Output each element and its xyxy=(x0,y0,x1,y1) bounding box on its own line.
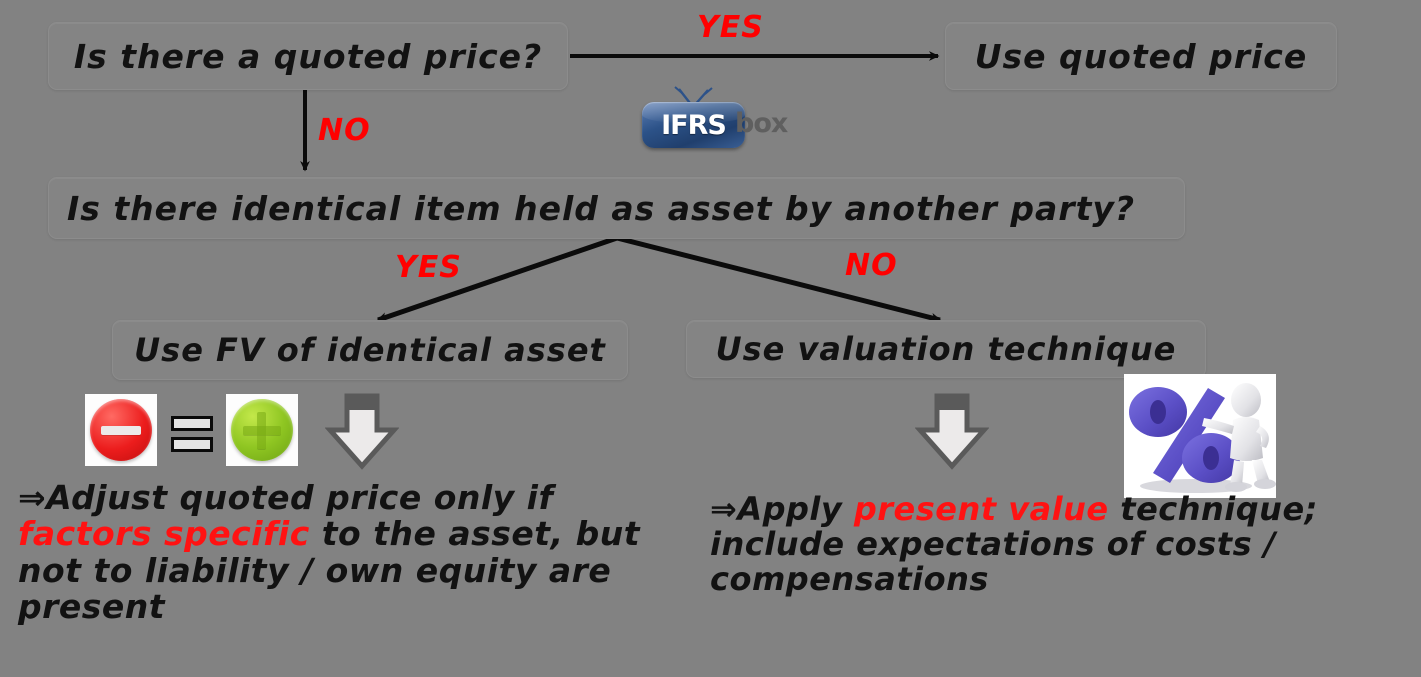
equals-bar-bottom xyxy=(171,437,213,452)
conclusion-right-part2: technique; include expectations of costs… xyxy=(710,490,1318,599)
node-identical-item-question-label: Is there identical item held as asset by… xyxy=(67,188,1136,228)
plus-circle-shape xyxy=(231,399,293,461)
green-plus-circle-icon xyxy=(226,394,298,466)
node-use-fv-identical-asset-label: Use FV of identical asset xyxy=(134,331,606,369)
logo-tv-body: IFRS xyxy=(642,102,745,148)
conclusion-right: ⇒Apply present value technique; include … xyxy=(710,490,1350,599)
conclusion-left-prefix: ⇒ xyxy=(18,478,47,517)
node-identical-item-question[interactable]: Is there identical item held as asset by… xyxy=(48,177,1185,239)
minus-bar xyxy=(101,426,141,435)
conclusion-right-highlight: present value xyxy=(853,490,1109,528)
node-use-fv-identical-asset[interactable]: Use FV of identical asset xyxy=(112,320,628,380)
logo-gloss xyxy=(642,102,745,124)
percent-illustration xyxy=(1129,383,1276,493)
node-quoted-price-question[interactable]: Is there a quoted price? xyxy=(48,22,568,90)
edge-label-yes-top: YES xyxy=(697,10,764,45)
conclusion-left: ⇒Adjust quoted price only if factors spe… xyxy=(18,478,698,626)
node-use-valuation-technique[interactable]: Use valuation technique xyxy=(686,320,1206,378)
plus-bar-vertical xyxy=(257,412,266,449)
edge-label-no-top: NO xyxy=(318,113,371,148)
logo-mark-text: IFRS xyxy=(661,109,727,141)
edge-label-yes-mid: YES xyxy=(395,250,462,285)
conclusion-right-part1: Apply xyxy=(737,490,854,528)
node-use-quoted-price-label: Use quoted price xyxy=(974,36,1308,76)
conclusion-left-part2: to the asset, but not to liability / own… xyxy=(18,514,640,626)
minus-circle-shape xyxy=(90,399,152,461)
conclusion-left-part1: Adjust quoted price only if xyxy=(46,478,554,517)
conclusion-left-highlight: factors specific xyxy=(18,514,310,554)
node-use-quoted-price[interactable]: Use quoted price xyxy=(945,22,1337,90)
conclusion-right-prefix: ⇒ xyxy=(710,490,738,528)
node-quoted-price-question-label: Is there a quoted price? xyxy=(73,36,543,76)
ifrsbox-logo: IFRS box xyxy=(637,86,797,148)
node-use-valuation-technique-label: Use valuation technique xyxy=(715,330,1177,368)
percent-sign-figure-image xyxy=(1124,374,1276,498)
equals-sign-icon xyxy=(171,416,213,456)
equals-bar-top xyxy=(171,416,213,431)
down-arrow-icon-left xyxy=(325,393,399,470)
logo-word-text: box xyxy=(735,108,788,139)
down-arrow-icon-right xyxy=(915,393,989,470)
red-minus-circle-icon xyxy=(85,394,157,466)
edge-label-no-mid: NO xyxy=(845,248,898,283)
